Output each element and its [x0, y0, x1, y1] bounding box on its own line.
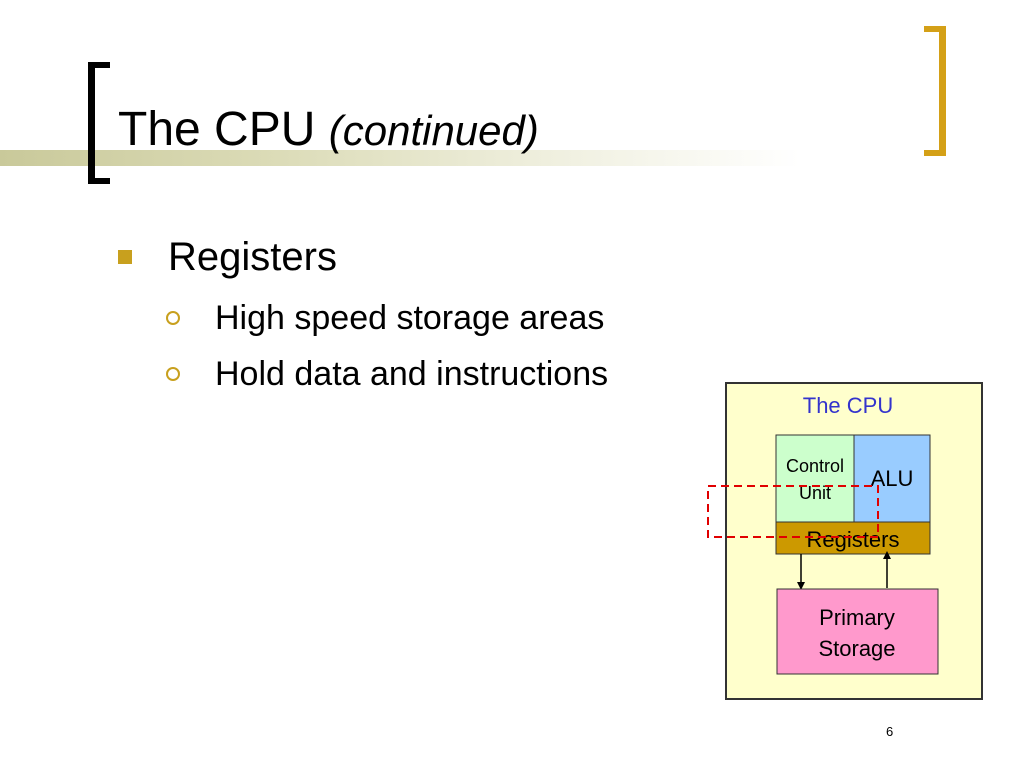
control-unit-box [775, 434, 855, 523]
circle-bullet-icon [166, 311, 180, 325]
slide-title-main: The CPU [118, 103, 316, 156]
registers-highlight [707, 485, 879, 538]
control-unit-label-line2: Unit [799, 483, 831, 503]
primary-storage-box [776, 588, 939, 675]
bullet-registers: Registers [118, 232, 337, 282]
page-number: 6 [886, 724, 894, 739]
primary-storage-label-line1: Primary [819, 605, 895, 630]
slide-title: The CPU (continued) [118, 100, 539, 161]
control-unit-label-line1: Control [786, 456, 844, 476]
registers-box [775, 521, 931, 555]
sub-bullet-high-speed: High speed storage areas [166, 296, 604, 340]
cpu-box-heading: The CPU [803, 393, 893, 418]
sub-bullet-hold-data-text: Hold data and instructions [215, 354, 609, 393]
title-underline-stripe [0, 150, 800, 166]
slide-title-sub: (continued) [328, 107, 539, 154]
square-bullet-icon [118, 250, 132, 264]
registers-label: Registers [807, 527, 900, 552]
left-bracket-decoration [88, 62, 110, 184]
circle-bullet-icon [166, 367, 180, 381]
sub-bullet-hold-data: Hold data and instructions [166, 352, 608, 396]
bullet-registers-text: Registers [168, 234, 337, 279]
sub-bullet-high-speed-text: High speed storage areas [215, 298, 605, 337]
primary-storage-label-line2: Storage [818, 636, 895, 661]
right-bracket-decoration [924, 26, 946, 156]
alu-box [853, 434, 931, 523]
